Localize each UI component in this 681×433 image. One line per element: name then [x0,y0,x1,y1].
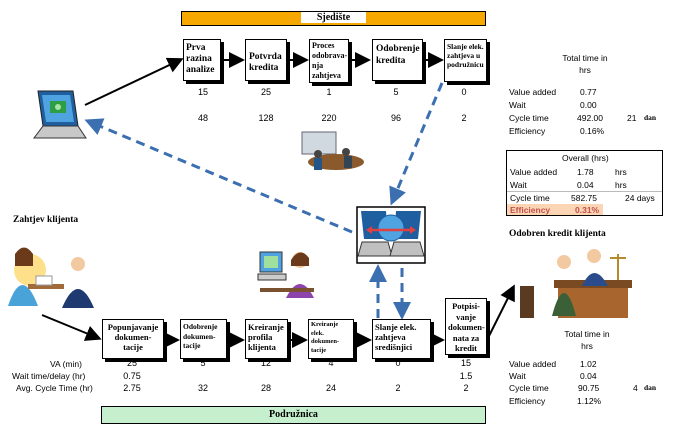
bottom-summary-heading: Total time in hrs [564,329,610,351]
overall-grid-line-1 [507,191,662,192]
top-summary-value-wait: 0.00 [580,100,597,110]
office-worker-icon [257,251,314,298]
overall-unit-va: hrs [615,167,627,177]
bottom-summary-label-cycle: Cycle time [509,383,549,393]
computer-icon [33,90,87,139]
top-wait-2: 128 [258,113,274,123]
bottom-va-4: 4 [328,358,334,368]
top-summary-value-eff: 0.16% [580,126,605,136]
top-va-2: 25 [260,87,271,97]
top-summary-label-eff: Efficiency [509,126,546,136]
bottom-cycle-2: 32 [197,383,208,393]
top-va-3: 1 [326,87,332,97]
bottom-wait-6: 1.5 [459,371,473,381]
bottom-summary-extra-cycle: 4 [633,383,638,393]
bottom-step-1: Popunjavanje dokumen- tacije [102,319,164,359]
bottom-summary-value-va: 1.02 [580,359,597,369]
top-summary-unit-cycle: dan [644,113,657,122]
bottom-cycle-3: 28 [260,383,271,393]
loan-office-icon [520,249,632,318]
top-summary-label-cycle: Cycle time [509,113,549,123]
overall-summary-box: Overall (hrs) Value added 1.78 hrs Wait … [506,150,663,216]
row-label-wait: Wait time/delay (hr) [12,371,86,381]
meeting-room-icon [301,131,364,170]
bottom-cycle-5: 2 [395,383,401,393]
top-step-3: Proces odobrava- nja zahtjeva [309,39,349,83]
overall-value-cycle: 582.75 [571,193,597,203]
top-summary-value-cycle: 492.00 [577,113,603,123]
overall-label-wait: Wait [510,180,527,190]
arrow-computer-to-step1 [84,57,184,106]
top-step-2: Potvrda kredita [245,39,287,81]
top-summary-heading: Total time in hrs [562,53,608,75]
bottom-wait-1: 0.75 [123,371,141,381]
top-step-5: Slanje elek. zahtjeva u podružnicu [444,39,487,82]
top-wait-5: 2 [461,113,467,123]
bottom-va-3: 12 [260,358,271,368]
overall-unit-wait: hrs [615,180,627,190]
bottom-step-3: Kreiranje profila klijenta [245,319,288,359]
arrow-customer-to-bottom1 [41,314,102,341]
bottom-cycle-6: 2 [463,383,469,393]
bottom-va-2: 5 [200,358,206,368]
top-summary-value-va: 0.77 [580,87,597,97]
bottom-band: Podružnica [101,406,486,424]
dashed-arrow-network-to-computer [84,118,353,234]
overall-value-wait: 0.04 [577,180,594,190]
bottom-cycle-1: 2.75 [123,383,141,393]
row-label-va: VA (min) [50,359,82,369]
bottom-summary-label-eff: Efficiency [509,396,546,406]
network-exchange-icon [356,206,426,264]
dashed-arrow-step5-to-network [389,82,444,206]
bottom-band-label: Podružnica [269,409,318,420]
bottom-summary-unit-cycle: dan [644,383,657,392]
customer-request-label: Zahtjev klijenta [13,215,79,225]
bottom-va-6: 15 [460,358,471,368]
bottom-summary-label-va: Value added [509,359,557,369]
top-summary-label-va: Value added [509,87,557,97]
overall-value-eff: 0.31% [575,205,600,215]
bottom-step-2: Odobrenje dokumen- tacije [180,319,227,359]
overall-value-va: 1.78 [577,167,594,177]
top-summary-label-wait: Wait [509,100,526,110]
bottom-step-5: Slanje elek. zahtjeva središnjici [372,319,431,359]
top-summary-extra-cycle: 21 [627,113,637,123]
bottom-va-5: 0 [395,358,401,368]
top-va-5: 0 [461,87,467,97]
bottom-summary-value-cycle: 90.75 [578,383,600,393]
bottom-cycle-4: 24 [325,383,336,393]
overall-label-cycle: Cycle time [510,193,550,203]
bottom-step-4: Kreiranje elek. dokumen- tacije [308,319,354,359]
overall-efficiency-highlight [507,204,603,215]
overall-heading: Overall (hrs) [562,153,609,163]
top-wait-3: 220 [321,113,337,123]
top-step-1: Prva razina analize [183,39,221,81]
overall-label-eff: Efficiency [510,205,551,215]
row-label-cycle: Avg. Cycle Time (hr) [16,383,93,393]
overall-unit-cycle: 24 days [625,193,655,203]
top-va-1: 15 [197,87,208,97]
arrow-bottom-6-approved [486,284,515,341]
top-band-label: Sjedište [300,12,367,23]
bottom-step-6: Potpisi- vanje dokumen- nata za kredit [445,298,487,355]
top-step-4: Odobrenje kredita [372,39,423,81]
top-wait-4: 96 [390,113,401,123]
bottom-summary-value-eff: 1.12% [577,396,602,406]
approved-loan-label: Odobren kredit klijenta [509,229,606,239]
customer-meeting-icon [8,247,94,308]
top-wait-1: 48 [197,113,208,123]
bottom-va-1: 25 [126,358,137,368]
top-va-4: 5 [393,87,399,97]
overall-label-va: Value added [510,167,558,177]
top-band: Sjedište [181,11,486,26]
bottom-summary-label-wait: Wait [509,371,526,381]
bottom-summary-value-wait: 0.04 [580,371,597,381]
